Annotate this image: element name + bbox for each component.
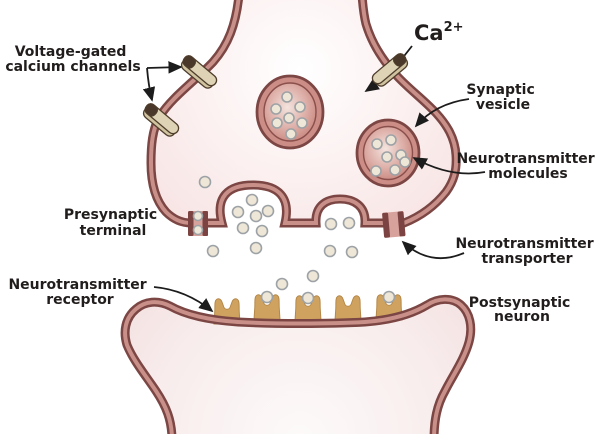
neurotransmitter-molecule (231, 205, 245, 219)
neurotransmitter-molecule (294, 101, 306, 113)
calcium-symbol: Ca (414, 21, 444, 45)
neurotransmitter-molecule (283, 112, 295, 124)
arrow-to-lower-calcium-channel (142, 67, 156, 102)
calcium-channel-icon (180, 55, 218, 89)
transporter-bar (202, 211, 208, 236)
neurotransmitter-molecule (255, 224, 269, 238)
neurotransmitter-molecule (381, 151, 393, 163)
neurotransmitter-molecule (385, 134, 397, 146)
neurotransmitter-molecule (271, 117, 283, 129)
neurotransmitter-molecule (281, 91, 293, 103)
neurotransmitter-molecule (261, 204, 275, 218)
neurotransmitter-molecule (370, 165, 382, 177)
neurotransmitter-molecule (245, 193, 259, 207)
neurotransmitter-molecule (371, 138, 383, 150)
neurotransmitter-molecule (192, 224, 204, 236)
neurotransmitter-molecule (198, 175, 212, 189)
label-line: Neurotransmitter (8, 277, 146, 293)
neurotransmitter-molecule (296, 117, 308, 129)
vesicle-molecules (270, 91, 308, 140)
neurotransmitter-transporter-right (382, 211, 406, 238)
vesicle-molecules (370, 134, 411, 177)
label-line: Voltage-gated (15, 44, 127, 60)
neurotransmitter-molecule (342, 216, 356, 230)
presynaptic-membrane-core (148, 0, 459, 225)
label-line: terminal (80, 223, 147, 239)
neurotransmitter-molecule (323, 244, 337, 258)
arrow-to-neurotransmitter-transporter (401, 240, 465, 260)
neurotransmitter-molecule (275, 277, 289, 291)
calcium-charge-superscript: 2+ (444, 20, 464, 35)
labels: Voltage-gated calcium channels Ca2+ Syna… (5, 20, 599, 325)
arrow-to-neurotransmitter-molecules (412, 157, 486, 175)
transporter-bar (397, 211, 406, 237)
label-postsynaptic-neuron: Postsynaptic neuron (469, 295, 575, 325)
synaptic-vesicle-left (255, 74, 325, 150)
label-line: Neurotransmitter (455, 236, 593, 252)
postsynaptic-neuron-cell (120, 294, 476, 434)
released-neurotransmitter-molecules (198, 175, 396, 305)
receptor-bound-molecule (260, 290, 274, 304)
neurotransmitter-transporter-left (188, 210, 208, 236)
neurotransmitter-molecule (389, 164, 401, 176)
label-calcium-ion: Ca2+ (414, 20, 464, 45)
neurotransmitter-molecule (192, 210, 204, 222)
label-presynaptic-terminal: Presynaptic terminal (64, 207, 162, 239)
neurotransmitter-molecule (285, 128, 297, 140)
neurotransmitter-molecule (270, 103, 282, 115)
neurotransmitter-molecule (345, 245, 359, 259)
postsynaptic-membrane-core (123, 297, 473, 434)
voltage-gated-calcium-channels (142, 53, 409, 137)
receptor-bound-molecule (382, 290, 396, 304)
label-line: calcium channels (5, 59, 140, 75)
label-line: molecules (488, 166, 567, 182)
label-line: vesicle (476, 97, 530, 113)
neurotransmitter-molecule (306, 269, 320, 283)
postsynaptic-interior (125, 299, 471, 434)
label-voltage-gated-calcium-channels: Voltage-gated calcium channels (5, 44, 140, 75)
label-line: neuron (494, 309, 550, 325)
label-neurotransmitter-receptor: Neurotransmitter receptor (8, 277, 151, 308)
annotation-arrows (142, 45, 486, 313)
arrow-to-neurotransmitter-receptor (153, 286, 214, 313)
transporter-bar (382, 212, 391, 238)
neurotransmitter-molecule (249, 209, 263, 223)
neurotransmitter-molecule (399, 156, 411, 168)
arrow-to-upper-calcium-channel (146, 61, 183, 74)
neurotransmitter-receptor (334, 295, 362, 322)
label-neurotransmitter-transporter: Neurotransmitter transporter (455, 236, 598, 267)
neurotransmitter-molecule (249, 241, 263, 255)
neurotransmitter-molecule (324, 217, 338, 231)
neurotransmitter-molecule (236, 221, 250, 235)
label-line: Neurotransmitter (456, 151, 594, 167)
arrow-to-synaptic-vesicle (414, 98, 470, 128)
label-synaptic-vesicle: Synaptic vesicle (466, 82, 539, 113)
label-line: Presynaptic (64, 207, 157, 223)
transporter-bar (188, 211, 194, 236)
label-neurotransmitter-molecules: Neurotransmitter molecules (456, 151, 599, 182)
label-line: Postsynaptic (469, 295, 571, 311)
synaptic-vesicle-right (355, 118, 421, 188)
receptor-bound-molecule (301, 291, 315, 305)
neurotransmitter-molecule (206, 244, 220, 258)
calcium-channel-icon (142, 103, 180, 137)
label-line: Synaptic (466, 82, 534, 98)
calcium-channel-icon (371, 53, 409, 87)
label-line: transporter (482, 251, 573, 267)
label-line: receptor (46, 292, 114, 308)
